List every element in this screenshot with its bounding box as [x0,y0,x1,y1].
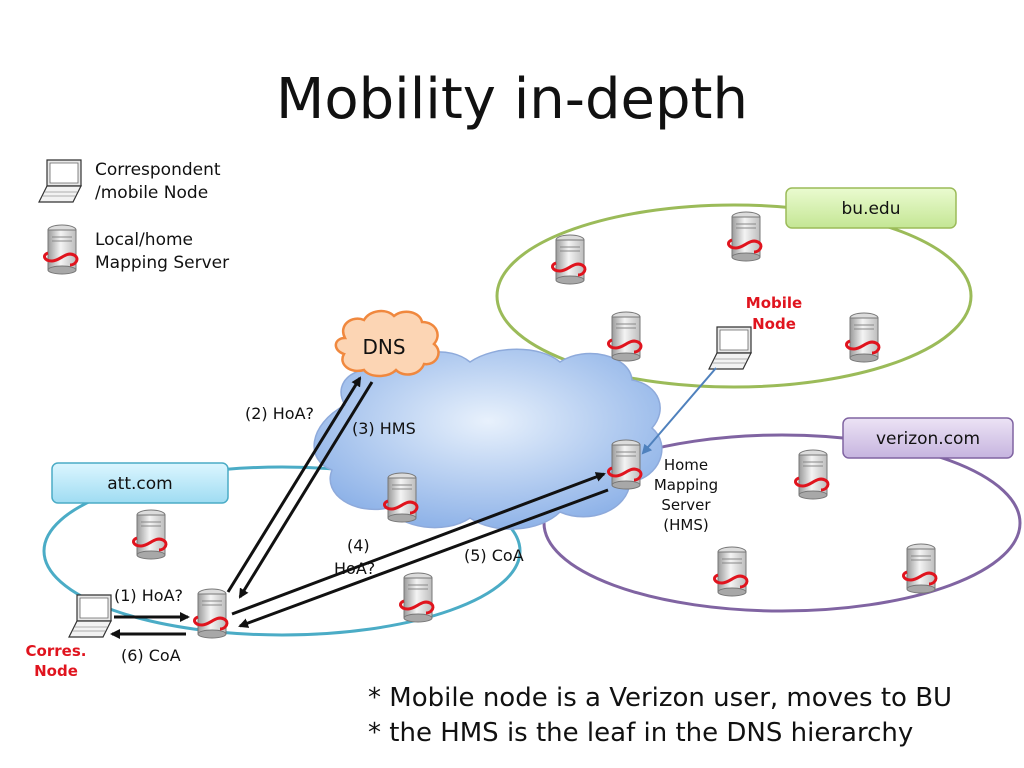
corres-node-label-1: Corres. [26,642,87,660]
bu-domain-ellipse [495,203,973,389]
step2-label: (2) HoA? [245,404,314,423]
bu-server-icon [845,311,881,364]
hms-label-4: (HMS) [663,516,708,534]
step6-label: (6) CoA [121,646,181,665]
legend-laptop-icon [38,159,82,203]
hms-label-3: Server [661,496,711,514]
step5-arrow [238,488,609,628]
page-title: Mobility in-depth [276,67,748,132]
legend-server-label-2: Mapping Server [95,253,229,273]
bu-server-icon [607,310,643,363]
mobile-node-label-2: Node [752,315,796,333]
bu-domain-label: bu.edu [842,199,901,219]
step3-arrow [238,381,374,599]
legend-server-label-1: Local/home [95,230,193,250]
step1-label: (1) HoA? [114,586,183,605]
att-domain-ellipse [42,465,522,637]
bu-domain-box [785,187,957,229]
step5-label: (5) CoA [464,546,524,565]
legend-laptop-label-2: /mobile Node [95,183,208,203]
step3-label: (3) HMS [352,419,416,438]
note-line-1: * Mobile node is a Verizon user, moves t… [368,683,952,713]
corres-node-label-2: Node [34,662,78,680]
bu-server-icon [727,210,763,263]
legend: Correspondent /mobile Node Local/home Ma… [38,159,229,276]
step4-arrow [231,472,606,616]
cloud-server-icon [383,471,419,524]
legend-server-icon [43,223,79,276]
step4-label-1: (4) [347,536,370,555]
dns-cloud [334,309,440,378]
bu-server-icon [551,233,587,286]
verizon-domain-box [842,417,1014,459]
att-domain-label: att.com [107,474,172,494]
hms-server-icon [607,438,643,491]
hms-label-2: Mapping [654,476,718,494]
dns-label: DNS [362,335,405,359]
step2-arrow [226,376,362,593]
verizon-server-icon [902,542,938,595]
att-server-icon [132,508,168,561]
verizon-domain-label: verizon.com [876,429,980,449]
verizon-server-icon [713,545,749,598]
verizon-server-icon [794,448,830,501]
mobile-node-laptop-icon [708,326,752,370]
mobile-to-hms-arrow [641,367,717,455]
att-server-icon [399,571,435,624]
hms-label-1: Home [664,456,708,474]
att-domain-box [51,462,229,504]
note-line-2: * the HMS is the leaf in the DNS hierarc… [368,718,913,748]
correspondent-node-laptop-icon [68,594,112,638]
step4-label-2: HoA? [334,559,375,578]
internet-cloud [313,348,663,530]
local-mapping-server-icon [193,587,229,640]
legend-laptop-label-1: Correspondent [95,160,221,180]
mobile-node-label-1: Mobile [746,294,802,312]
